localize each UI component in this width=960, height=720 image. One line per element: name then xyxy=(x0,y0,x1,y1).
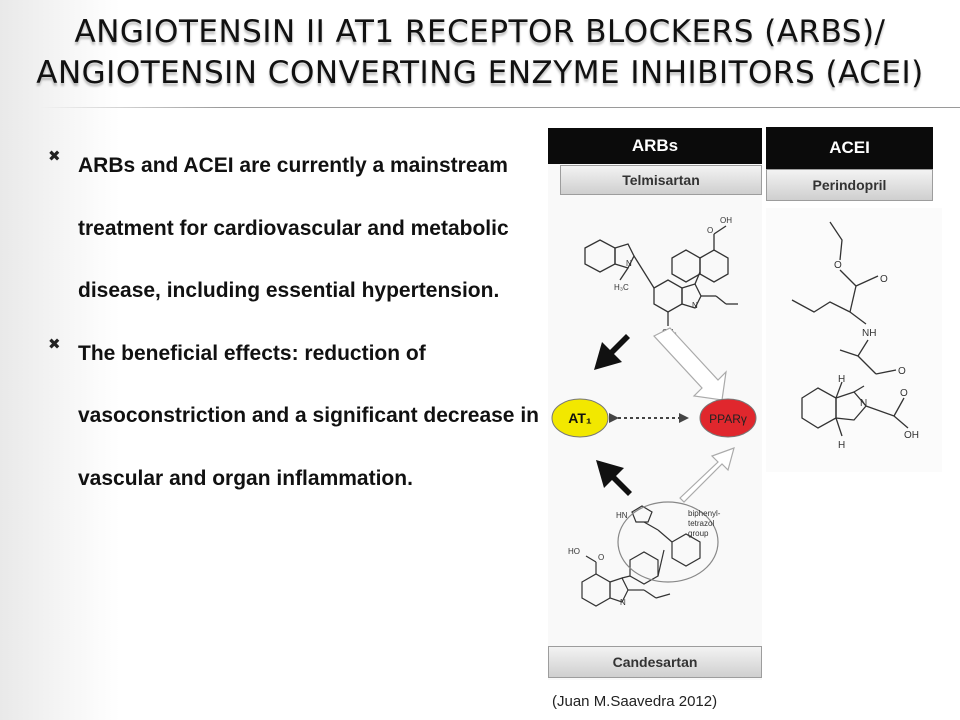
bullet-item: ✖ The beneficial effects: reduction of v… xyxy=(48,323,548,511)
o-atom-label: O xyxy=(898,366,906,377)
nh-atom-label: NH xyxy=(862,328,876,339)
n-atom-label: N xyxy=(620,598,626,607)
hollow-arrow-down xyxy=(653,327,727,401)
arbs-header: ARBs xyxy=(548,128,762,164)
h-atom-label: H xyxy=(838,374,845,385)
slide-title: Angiotensin II AT1 Receptor Blockers (AR… xyxy=(0,12,960,94)
acei-header: ACEI xyxy=(766,127,933,169)
ppar-label: PPARγ xyxy=(709,412,747,426)
group-label-line: group xyxy=(688,529,709,538)
n-atom-label: N xyxy=(860,398,867,409)
black-arrow-candesartan xyxy=(596,460,632,496)
oh-atom-label: OH xyxy=(720,216,732,225)
o-atom-label: O xyxy=(598,553,604,562)
ho-atom-label: HO xyxy=(568,547,580,556)
bullet-list: ✖ ARBs and ACEI are currently a mainstre… xyxy=(48,135,548,510)
o-atom-label: O xyxy=(900,388,908,399)
bullet-text: ARBs and ACEI are currently a mainstream… xyxy=(78,154,509,302)
highlight-circle xyxy=(617,501,719,583)
telmisartan-structure: OH O H₃C CH₃ N N xyxy=(584,216,738,337)
o-atom-label: O xyxy=(880,274,888,285)
h3c-atom-label: H₃C xyxy=(614,283,629,292)
oh-atom-label: OH xyxy=(904,430,919,441)
group-label-line: tetrazol xyxy=(688,519,714,528)
h-atom-label: H xyxy=(838,440,845,451)
title-divider xyxy=(40,107,960,108)
x-bullet-icon: ✖ xyxy=(48,147,61,165)
bullet-item: ✖ ARBs and ACEI are currently a mainstre… xyxy=(48,135,548,323)
n-atom-label: N xyxy=(692,301,698,310)
perindopril-structure: O O NH O N H H O OH xyxy=(791,221,919,451)
candesartan-structure: biphenyl- tetrazol group HN HO O N xyxy=(568,501,721,607)
bullet-text: The beneficial effects: reduction of vas… xyxy=(78,341,539,490)
hn-atom-label: HN xyxy=(616,511,628,520)
perindopril-structure-panel xyxy=(766,208,942,472)
background-gradient xyxy=(0,0,120,720)
title-line-1: Angiotensin II AT1 Receptor Blockers (AR… xyxy=(74,14,886,50)
interaction-diagram: AT₁ PPARγ xyxy=(551,327,757,503)
n-atom-label: N xyxy=(626,259,632,268)
title-line-2: Angiotensin Converting Enzyme Inhibitors… xyxy=(36,55,924,91)
perindopril-label: Perindopril xyxy=(766,169,933,201)
black-arrow-up xyxy=(594,334,630,370)
o-atom-label: O xyxy=(834,260,842,271)
telmisartan-label: Telmisartan xyxy=(560,165,762,195)
group-label-line: biphenyl- xyxy=(688,509,721,518)
ppar-node xyxy=(699,398,757,438)
x-bullet-icon: ✖ xyxy=(48,334,61,353)
at1-label: AT₁ xyxy=(568,410,592,426)
candesartan-label: Candesartan xyxy=(548,646,762,678)
at1-node xyxy=(551,398,609,438)
citation: (Juan M.Saavedra 2012) xyxy=(552,693,718,710)
o-atom-label: O xyxy=(707,226,713,235)
hollow-arrow-up xyxy=(679,447,735,503)
